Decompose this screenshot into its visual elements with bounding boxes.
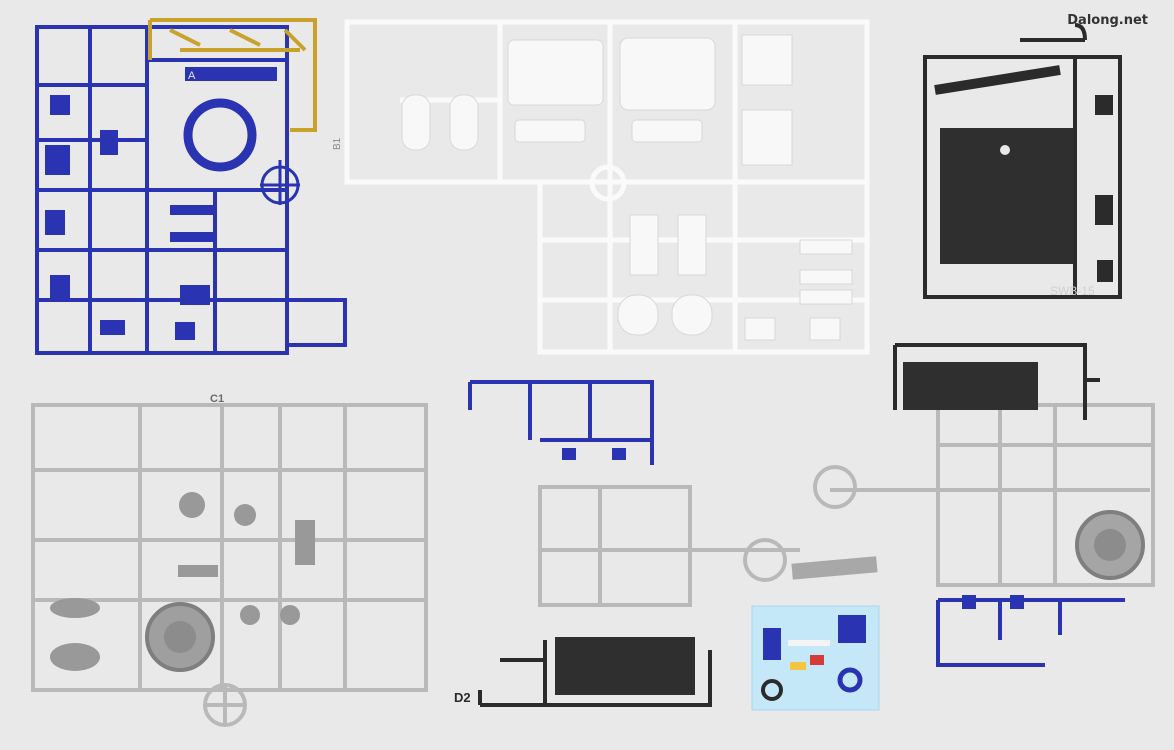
sprue-right-dark-panel [903, 362, 1038, 410]
sprue-middle-blue [468, 380, 654, 465]
sprue-right-blue-parts [962, 595, 1024, 609]
sprue-right-dark [893, 343, 1100, 420]
sprue-swb-tag: SWB-15 [1050, 284, 1095, 298]
sprue-right-blue [936, 598, 1125, 667]
sprue-right-hatch-inner [1094, 529, 1126, 561]
sprue-gold [148, 18, 317, 132]
sprue-middle-silver-plate [791, 556, 878, 580]
sprue-right-silver [813, 403, 1155, 587]
sprue-swb-dark [923, 23, 1122, 299]
sprue-b1-tag: B1 [332, 137, 343, 150]
sprue-c1-parts [50, 492, 315, 671]
sprue-a-blue [35, 25, 347, 355]
sprue-a-tag: A [188, 70, 196, 82]
sprue-c1-silver [31, 403, 428, 727]
sprue-middle-silver [538, 485, 800, 607]
sprue-a-parts [45, 67, 277, 340]
decal-sheet-markings [761, 615, 866, 701]
sprue-swb-parts [1095, 95, 1113, 282]
sprue-c1-hatch-inner [164, 621, 196, 653]
sprue-d2-tag: D2 [454, 690, 471, 705]
watermark-text: Dalong.net [1067, 13, 1148, 28]
sprue-d2-dark [478, 640, 712, 707]
sprue-d2-panel [555, 637, 695, 695]
sprue-c1-tag: C1 [210, 393, 224, 405]
sprue-b1-parts [401, 34, 853, 341]
sprue-swb-hole [1000, 145, 1010, 155]
sprue-middle-blue-parts [562, 448, 626, 460]
